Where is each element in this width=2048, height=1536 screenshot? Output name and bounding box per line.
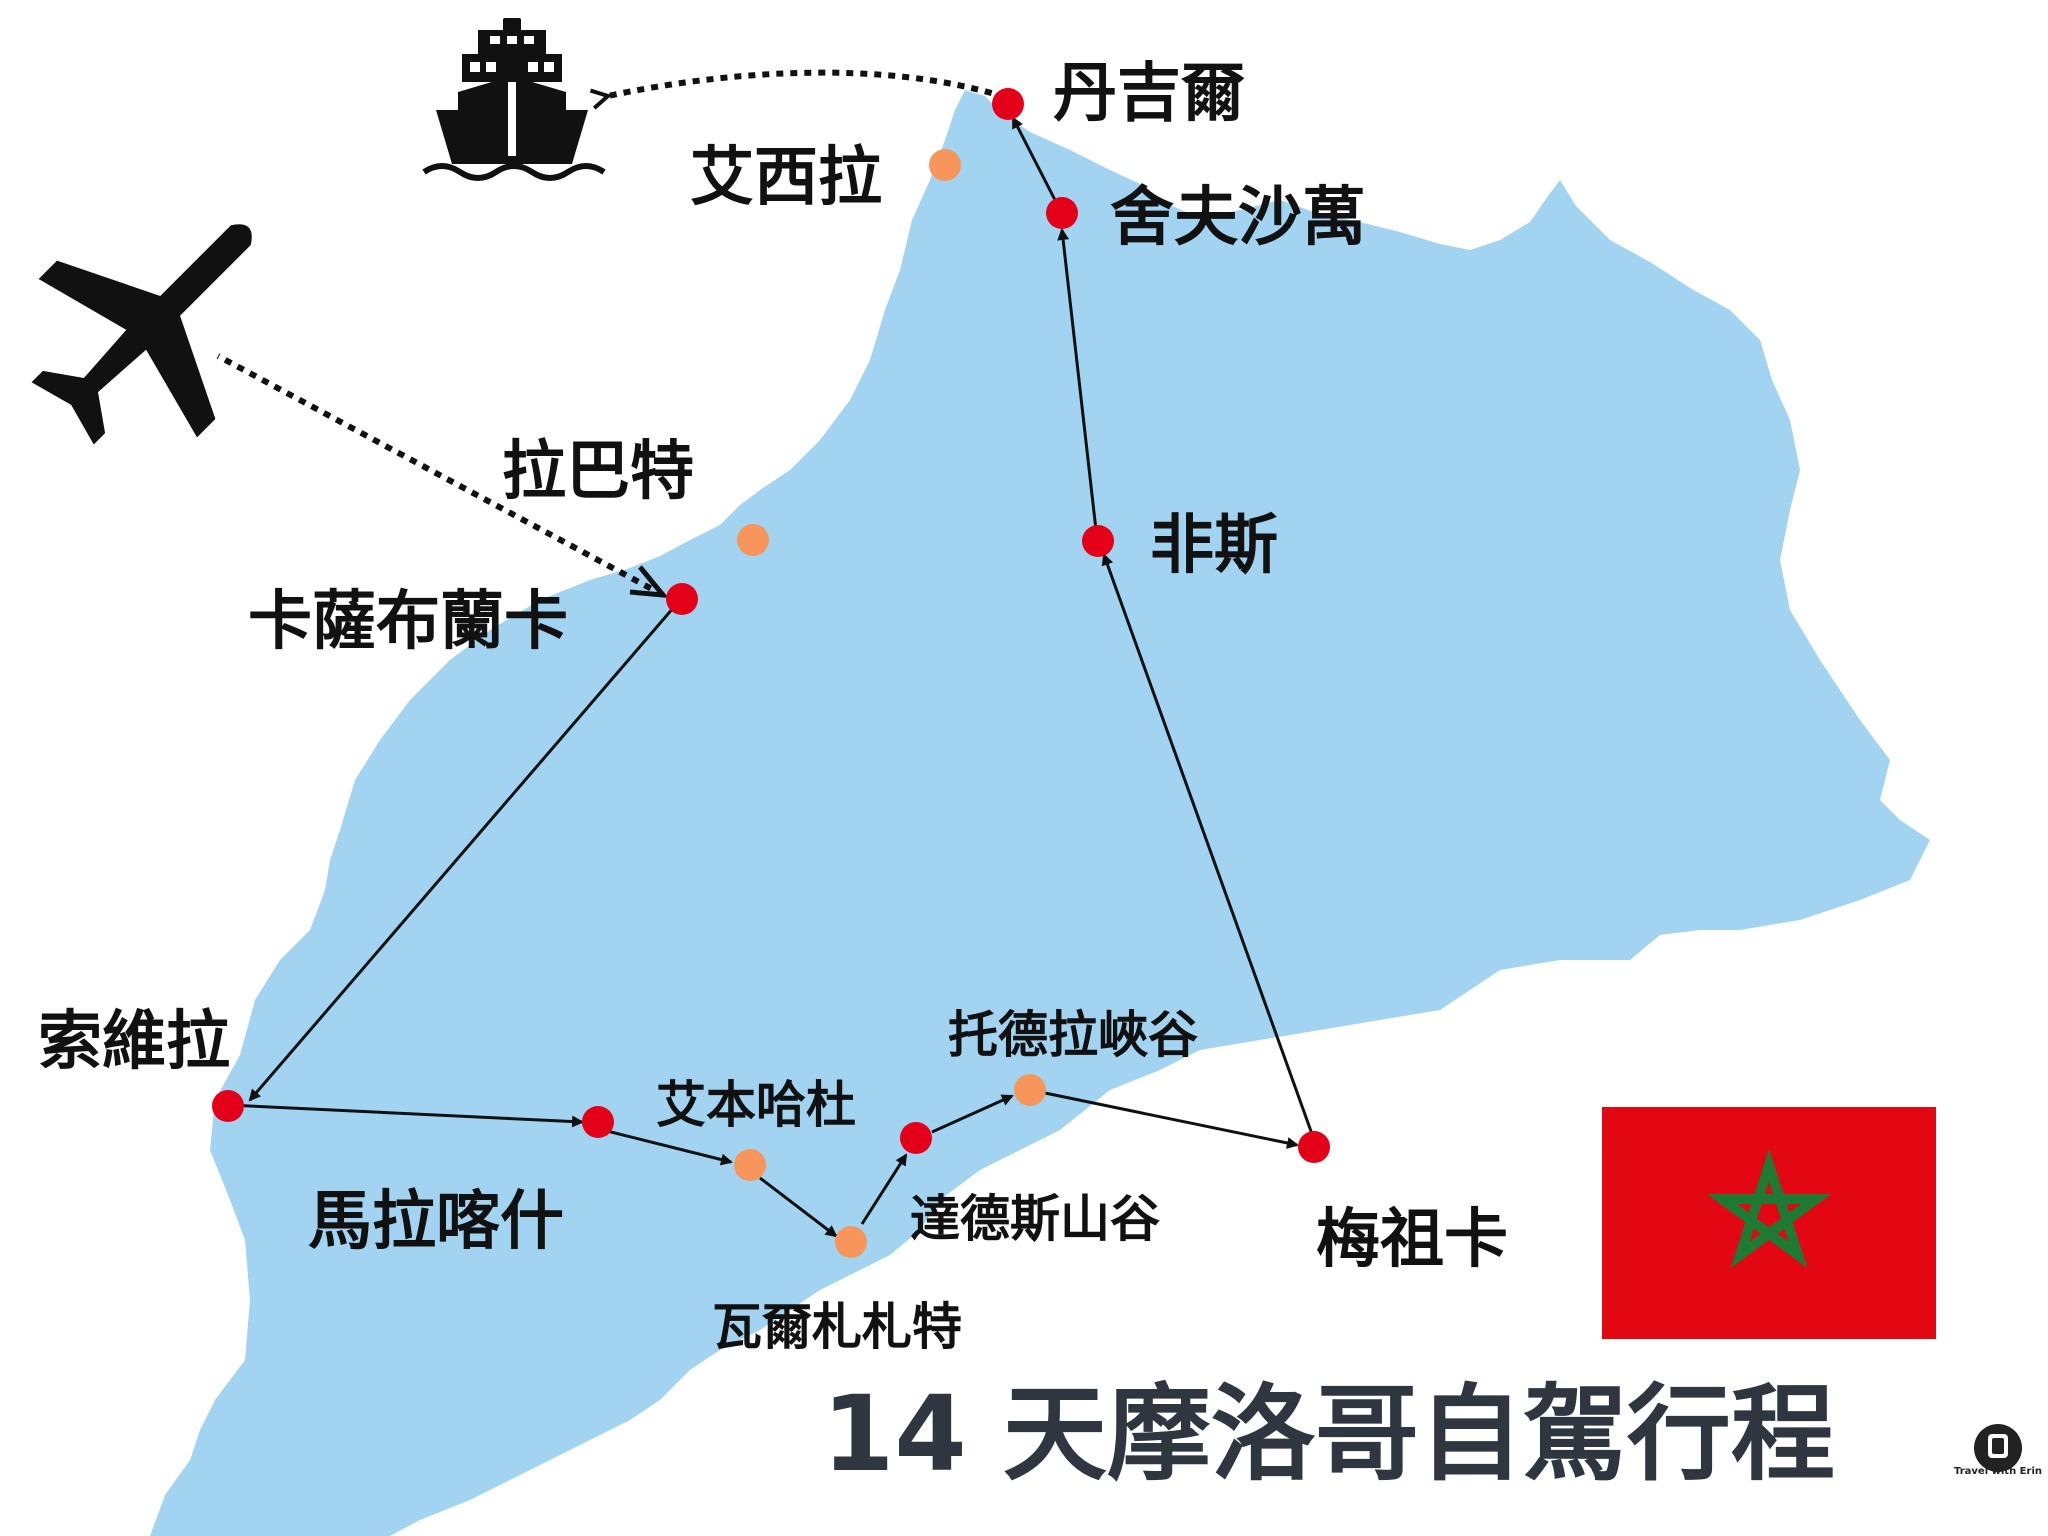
route-lines	[227, 116, 1314, 1238]
label-tangier: 丹吉爾	[1053, 57, 1245, 131]
label-asilah: 艾西拉	[690, 141, 882, 215]
route-segment	[1057, 228, 1098, 531]
route-segment	[227, 1103, 584, 1128]
ship-icon	[422, 18, 606, 181]
stop-chefchaouen	[1046, 197, 1078, 229]
stop-casablanca	[666, 583, 698, 615]
label-fes: 非斯	[1150, 509, 1278, 583]
stop-merzouga	[1298, 1131, 1330, 1163]
route-segment	[860, 1153, 908, 1225]
stop-ait-benhaddou	[734, 1149, 766, 1181]
stop-markers	[212, 88, 1330, 1258]
label-essaouira: 索維拉	[38, 1005, 230, 1079]
stop-todra	[1014, 1074, 1046, 1106]
label-ouarzazate: 瓦爾札札特	[712, 1298, 962, 1356]
stop-marrakech	[582, 1106, 614, 1138]
flight-arrow-tip	[629, 565, 669, 599]
route-segment	[1101, 553, 1314, 1135]
stop-rabat	[737, 524, 769, 556]
label-casablanca: 卡薩布蘭卡	[248, 585, 568, 659]
route-segment	[602, 1128, 733, 1166]
label-rabat: 拉巴特	[502, 435, 694, 509]
label-todra: 托德拉峽谷	[948, 1006, 1198, 1064]
label-chefchaouen: 舍夫沙萬	[1110, 181, 1366, 255]
ship-dotted-path	[608, 69, 1006, 97]
morocco-flag	[1602, 1107, 1936, 1339]
route-segment	[1044, 1091, 1299, 1149]
route-segment	[1011, 116, 1057, 201]
airplane-icon	[31, 224, 252, 445]
route-segment	[759, 1176, 838, 1238]
stop-dades	[900, 1122, 932, 1154]
stop-fes	[1082, 525, 1114, 557]
morocco-landmass	[150, 90, 1930, 1536]
brand-logo	[1974, 1424, 2022, 1472]
label-marrakech: 馬拉喀什	[308, 1185, 564, 1259]
label-merzouga: 梅祖卡	[1316, 1203, 1508, 1277]
route-segment	[248, 599, 682, 1102]
stop-tangier	[992, 88, 1024, 120]
page-title: 14 天摩洛哥自駕行程	[822, 1373, 1835, 1495]
stop-ouarzazate	[835, 1226, 867, 1258]
brand-name: Travel with Erin	[1954, 1466, 2042, 1477]
flight-dotted-path	[216, 353, 665, 598]
route-segment	[931, 1094, 1014, 1134]
stop-asilah	[929, 149, 961, 181]
label-ait-benhaddou: 艾本哈杜	[656, 1076, 856, 1134]
label-dades: 達德斯山谷	[910, 1190, 1160, 1248]
stop-essaouira	[212, 1090, 244, 1122]
